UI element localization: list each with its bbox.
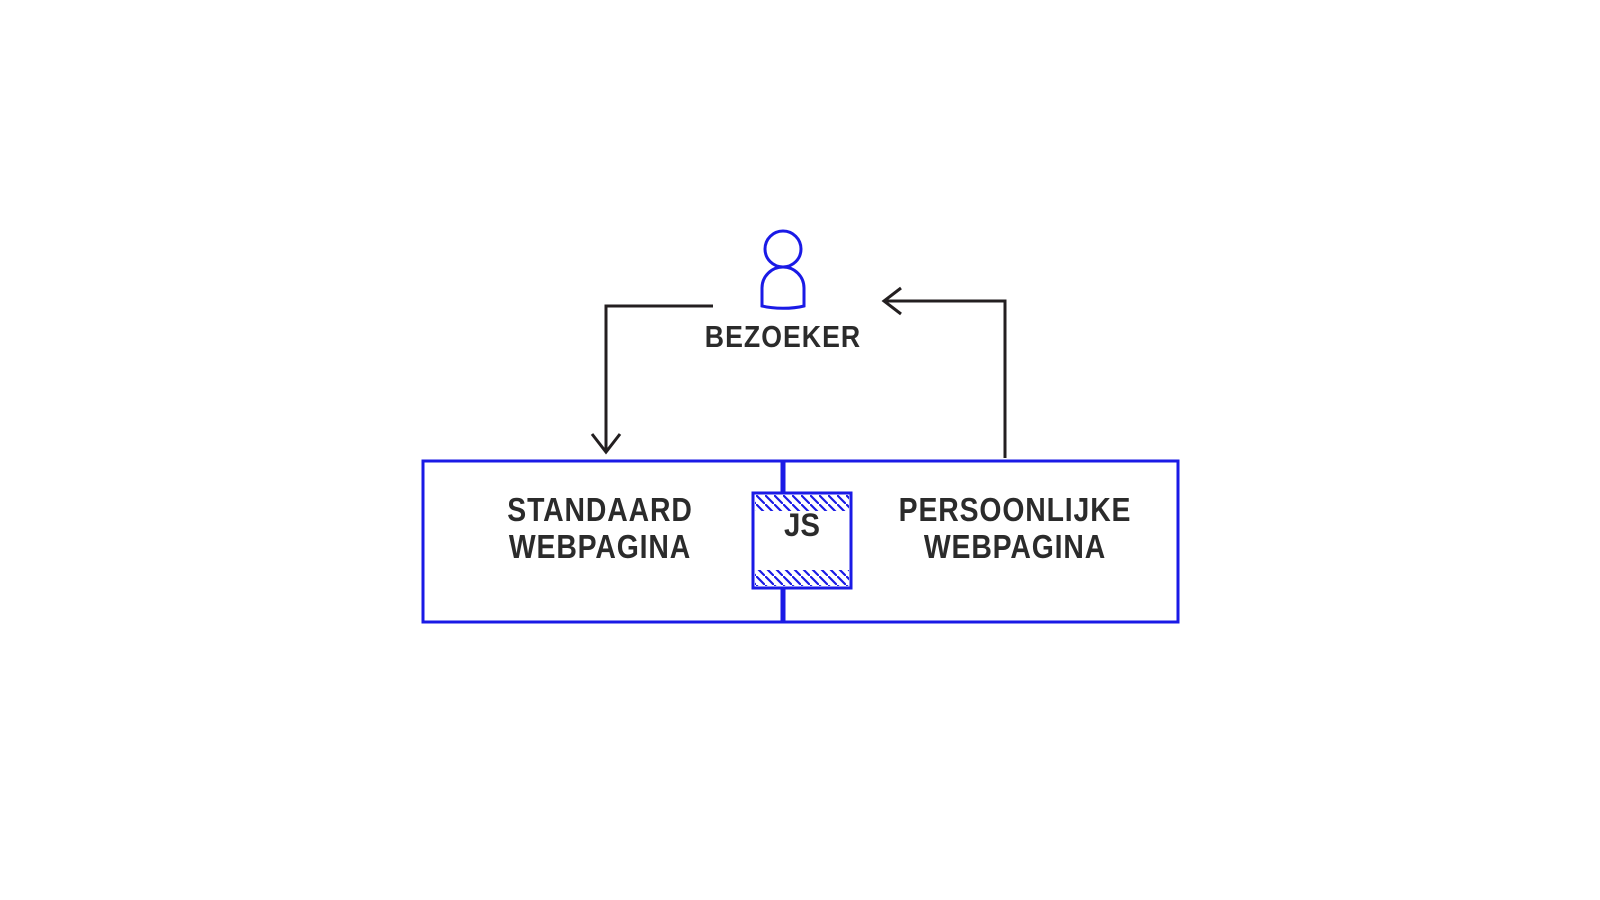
visitor-label: BEZOEKER [704,319,862,354]
person-icon-head [763,229,803,269]
standard-page-label: STANDAARD WEBPAGINA [507,491,693,565]
js-hatch-band-top [755,495,849,511]
js-module-box-outline [751,491,853,590]
js-module-label: JS [783,507,820,543]
arrow-personal-page-to-visitor [886,299,1007,458]
personal-page-label: PERSOONLIJKE WEBPAGINA [898,491,1132,565]
arrow-visitor-to-standard-page [604,304,713,450]
arrowhead-down [590,433,622,455]
person-icon-body [760,265,806,310]
js-hatch-band-bottom [755,570,849,586]
arrowhead-left [881,286,902,316]
